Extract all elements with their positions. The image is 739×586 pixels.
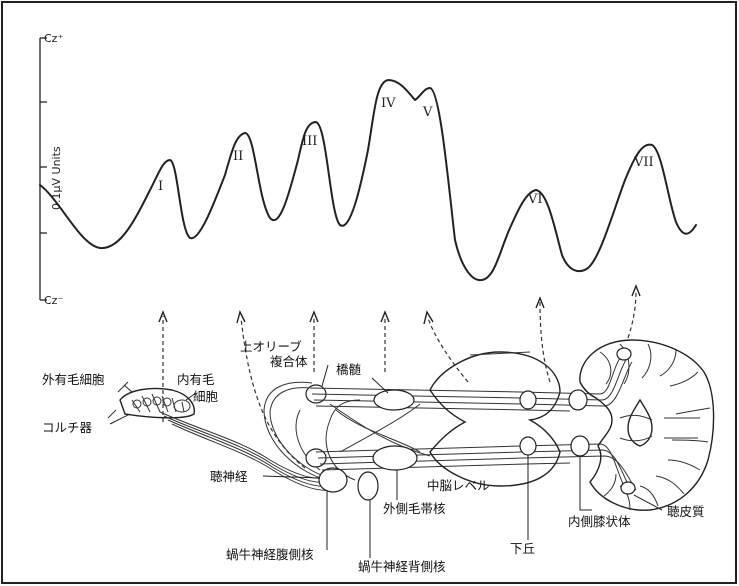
label-inner-hair-cells-1: 内有毛 — [177, 372, 215, 387]
leader-outer-hair — [124, 385, 132, 392]
lateral-lemniscus-lower — [373, 446, 417, 470]
wave-label-VII: VII — [633, 155, 654, 170]
label-auditory-nerve: 聴神経 — [210, 469, 248, 484]
label-dorsal-cochlear: 蝸牛神経背側核 — [358, 559, 446, 574]
wave-label-II: II — [233, 149, 243, 164]
axis-top-label: Cz⁺ — [44, 32, 63, 45]
label-lateral-lemniscus: 外側毛帯核 — [383, 501, 446, 516]
medial-geniculate-upper — [569, 390, 587, 410]
lateral-lemniscus-upper — [374, 390, 414, 410]
leader-auditory-cortex — [634, 495, 662, 510]
leader-pons — [372, 378, 388, 393]
axis-unit-label: 0.1μV Units — [50, 146, 63, 210]
abr-waveform-trace — [40, 80, 696, 280]
inferior-colliculus-lower — [520, 437, 536, 455]
abr-waveform-panel: Cz⁺ Cz⁻ 0.1μV Units — [40, 32, 696, 307]
label-outer-hair-cells: 外有毛細胞 — [42, 372, 105, 387]
inferior-colliculus-upper — [520, 391, 536, 409]
label-superior-olive-1: 上オリーブ — [240, 339, 302, 354]
label-pons: 橋髄 — [336, 362, 362, 377]
dorsal-cochlear-nucleus — [358, 472, 378, 500]
label-medial-geniculate: 内側膝状体 — [568, 514, 631, 529]
leader-superior-olive — [322, 365, 328, 386]
label-auditory-cortex: 聴皮質 — [667, 504, 705, 519]
label-inner-hair-cells-2: 細胞 — [193, 389, 219, 404]
label-superior-olive-2: 複合体 — [270, 354, 308, 369]
wave-label-IV: IV — [381, 96, 396, 111]
wave-label-I: I — [158, 179, 163, 194]
wave-label-VI: VI — [527, 192, 543, 207]
label-ventral-cochlear: 蝸牛神経腹側核 — [226, 547, 314, 562]
ventricle-shape — [628, 400, 652, 446]
label-inferior-colliculus: 下丘 — [510, 541, 535, 556]
auditory-cortex-upper — [617, 348, 631, 360]
wave-label-III: III — [302, 134, 317, 149]
cochlea-icon — [108, 382, 194, 418]
ventral-cochlear-nucleus — [319, 468, 347, 492]
medial-geniculate-lower — [571, 436, 589, 456]
auditory-cortex-lower — [621, 482, 635, 494]
label-midbrain-level: 中脳レベル — [427, 478, 490, 493]
leader-corti — [110, 414, 130, 424]
brain-section-outline — [580, 340, 714, 510]
wave-label-V: V — [422, 105, 433, 120]
axis-bottom-label: Cz⁻ — [44, 294, 63, 307]
label-organ-of-corti: コルチ器 — [42, 420, 93, 435]
